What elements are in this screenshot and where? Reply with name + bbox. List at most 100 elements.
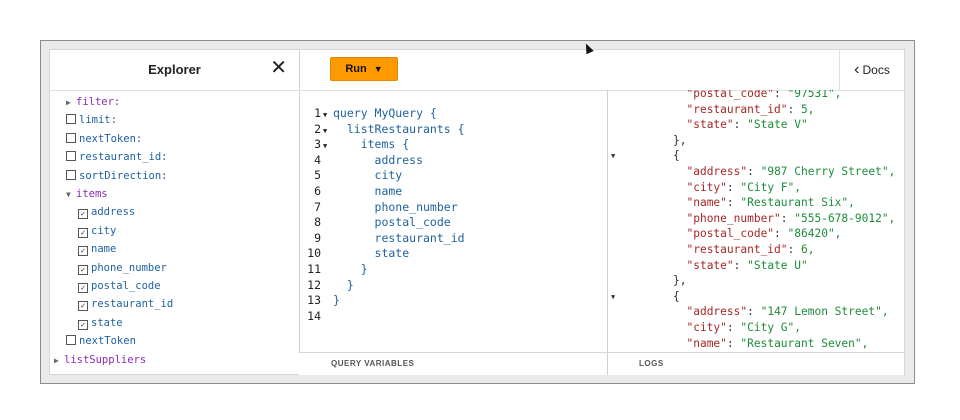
docs-label: Docs: [862, 63, 890, 77]
logs-tab[interactable]: LOGS: [639, 359, 664, 368]
result-line: },: [673, 133, 687, 147]
tree-item[interactable]: nextToken:: [66, 131, 142, 147]
json-key: "name": [686, 336, 727, 350]
caret-right-icon[interactable]: ▶: [54, 355, 59, 365]
results-viewer[interactable]: "postal_code": "97531", "restaurant_id":…: [607, 90, 904, 352]
json-value: "97531",: [787, 90, 842, 100]
json-key: "address": [686, 305, 748, 319]
checkbox-icon[interactable]: [66, 151, 76, 162]
json-value: "State U": [747, 258, 808, 272]
tree-item[interactable]: sortDirection:: [66, 168, 168, 184]
code-line: 8 postal_code: [299, 215, 451, 231]
json-key: "state": [686, 258, 734, 272]
tree-item[interactable]: ✓restaurant_id: [78, 296, 173, 312]
fold-arrow-icon[interactable]: ▼: [323, 111, 328, 119]
checkbox-icon[interactable]: [66, 335, 76, 346]
tree-item[interactable]: ✓postal_code: [78, 278, 161, 294]
json-value: "86420",: [787, 227, 842, 241]
code-line: 3▼ items {: [299, 137, 409, 153]
result-line: "restaurant_id": 5,: [686, 102, 815, 116]
result-line: "state": "State U": [686, 258, 808, 272]
query-variables-tab[interactable]: QUERY VARIABLES: [331, 359, 415, 368]
docs-button[interactable]: ‹Docs: [839, 50, 904, 90]
tree-item[interactable]: nextToken: [66, 333, 136, 349]
result-line: "city": "City G",: [686, 321, 802, 334]
result-line: "state": "State V": [686, 118, 808, 132]
code-text: postal_code: [333, 215, 451, 230]
code-text: state: [333, 246, 410, 261]
caret-right-icon[interactable]: ▶: [66, 98, 71, 107]
line-number: 4: [314, 152, 321, 167]
json-key: "city": [686, 180, 727, 194]
checkbox-icon[interactable]: [66, 132, 76, 143]
tree-item[interactable]: ✓address: [78, 204, 135, 220]
query-editor[interactable]: 1▼query MyQuery {2▼ listRestaurants {3▼ …: [299, 90, 608, 352]
tree-item-label: limit:: [79, 114, 117, 127]
fold-arrow-icon[interactable]: ▼: [323, 126, 328, 135]
code-line: 7 phone_number: [299, 200, 458, 216]
result-line: "name": "Restaurant Six",: [686, 196, 855, 210]
checkbox-checked-icon[interactable]: ✓: [78, 264, 88, 275]
result-line: "city": "City F",: [686, 180, 802, 194]
tree-item-label: items: [76, 188, 108, 200]
line-number: 3: [314, 137, 321, 152]
checkbox-icon[interactable]: [66, 114, 76, 125]
code-line: 14: [299, 309, 333, 325]
tree-item-label: name: [91, 243, 117, 256]
checkbox-icon[interactable]: [66, 169, 76, 180]
fold-arrow-icon[interactable]: ▼: [611, 292, 616, 301]
code-line: 1▼query MyQuery {: [299, 106, 437, 122]
tree-item[interactable]: ✓phone_number: [78, 260, 167, 276]
tree-item[interactable]: ▶ filter:: [66, 94, 120, 110]
json-key: "state": [686, 118, 734, 132]
checkbox-checked-icon[interactable]: ✓: [78, 301, 88, 312]
close-icon[interactable]: ✕: [270, 57, 287, 79]
code-text: restaurant_id: [333, 230, 465, 245]
code-line: 9 restaurant_id: [299, 231, 465, 247]
chevron-left-icon: ‹: [854, 61, 860, 78]
result-line: "name": "Restaurant Seven",: [686, 336, 869, 350]
code-text: city: [333, 168, 403, 183]
code-line: 5 city: [299, 168, 402, 184]
result-line: "postal_code": "97531",: [673, 90, 841, 102]
tree-item[interactable]: ▶ listSuppliers: [54, 352, 146, 368]
checkbox-checked-icon[interactable]: ✓: [78, 209, 88, 220]
tree-item[interactable]: ✓state: [78, 315, 123, 331]
checkbox-checked-icon[interactable]: ✓: [78, 246, 88, 257]
json-key: "address": [686, 165, 748, 178]
tree-item[interactable]: ✓name: [78, 241, 116, 257]
code-text: name: [333, 184, 403, 198]
fold-arrow-icon[interactable]: ▼: [611, 152, 616, 161]
run-button[interactable]: Run ▼: [330, 57, 398, 81]
tree-item-label: sortDirection:: [79, 169, 168, 182]
line-number: 6: [314, 184, 321, 198]
fold-arrow-icon[interactable]: ▼: [323, 142, 328, 151]
result-line: "phone_number": "555-678-9012",: [686, 211, 896, 225]
tree-item[interactable]: restaurant_id:: [66, 149, 168, 165]
tree-item-label: city: [91, 224, 117, 237]
code-text: phone_number: [333, 199, 458, 214]
tree-item-label: listSuppliers: [64, 353, 147, 366]
line-number: 1: [314, 106, 321, 120]
json-key: "name": [686, 196, 727, 210]
json-value: 6,: [801, 243, 815, 256]
code-text: }: [333, 262, 368, 276]
checkbox-checked-icon[interactable]: ✓: [78, 227, 88, 238]
code-text: }: [333, 277, 354, 292]
checkbox-checked-icon[interactable]: ✓: [78, 319, 88, 330]
tree-item-label: address: [91, 206, 136, 219]
checkbox-checked-icon[interactable]: ✓: [78, 283, 88, 293]
json-value: "City G",: [740, 321, 802, 334]
tree-item-label: phone_number: [91, 261, 167, 274]
tree-item[interactable]: ✓city: [78, 223, 116, 239]
tree-item-label: filter:: [76, 96, 121, 108]
line-number: 13: [307, 293, 321, 308]
json-value: "Restaurant Six",: [740, 196, 855, 210]
results-gutter: [607, 90, 621, 352]
caret-down-icon: ▼: [373, 64, 383, 74]
tree-item[interactable]: limit:: [66, 112, 117, 128]
line-number: 14: [307, 308, 321, 323]
tree-item[interactable]: ▼ items: [66, 186, 108, 202]
json-value: "City F",: [740, 180, 802, 194]
caret-down-icon[interactable]: ▼: [66, 190, 71, 199]
